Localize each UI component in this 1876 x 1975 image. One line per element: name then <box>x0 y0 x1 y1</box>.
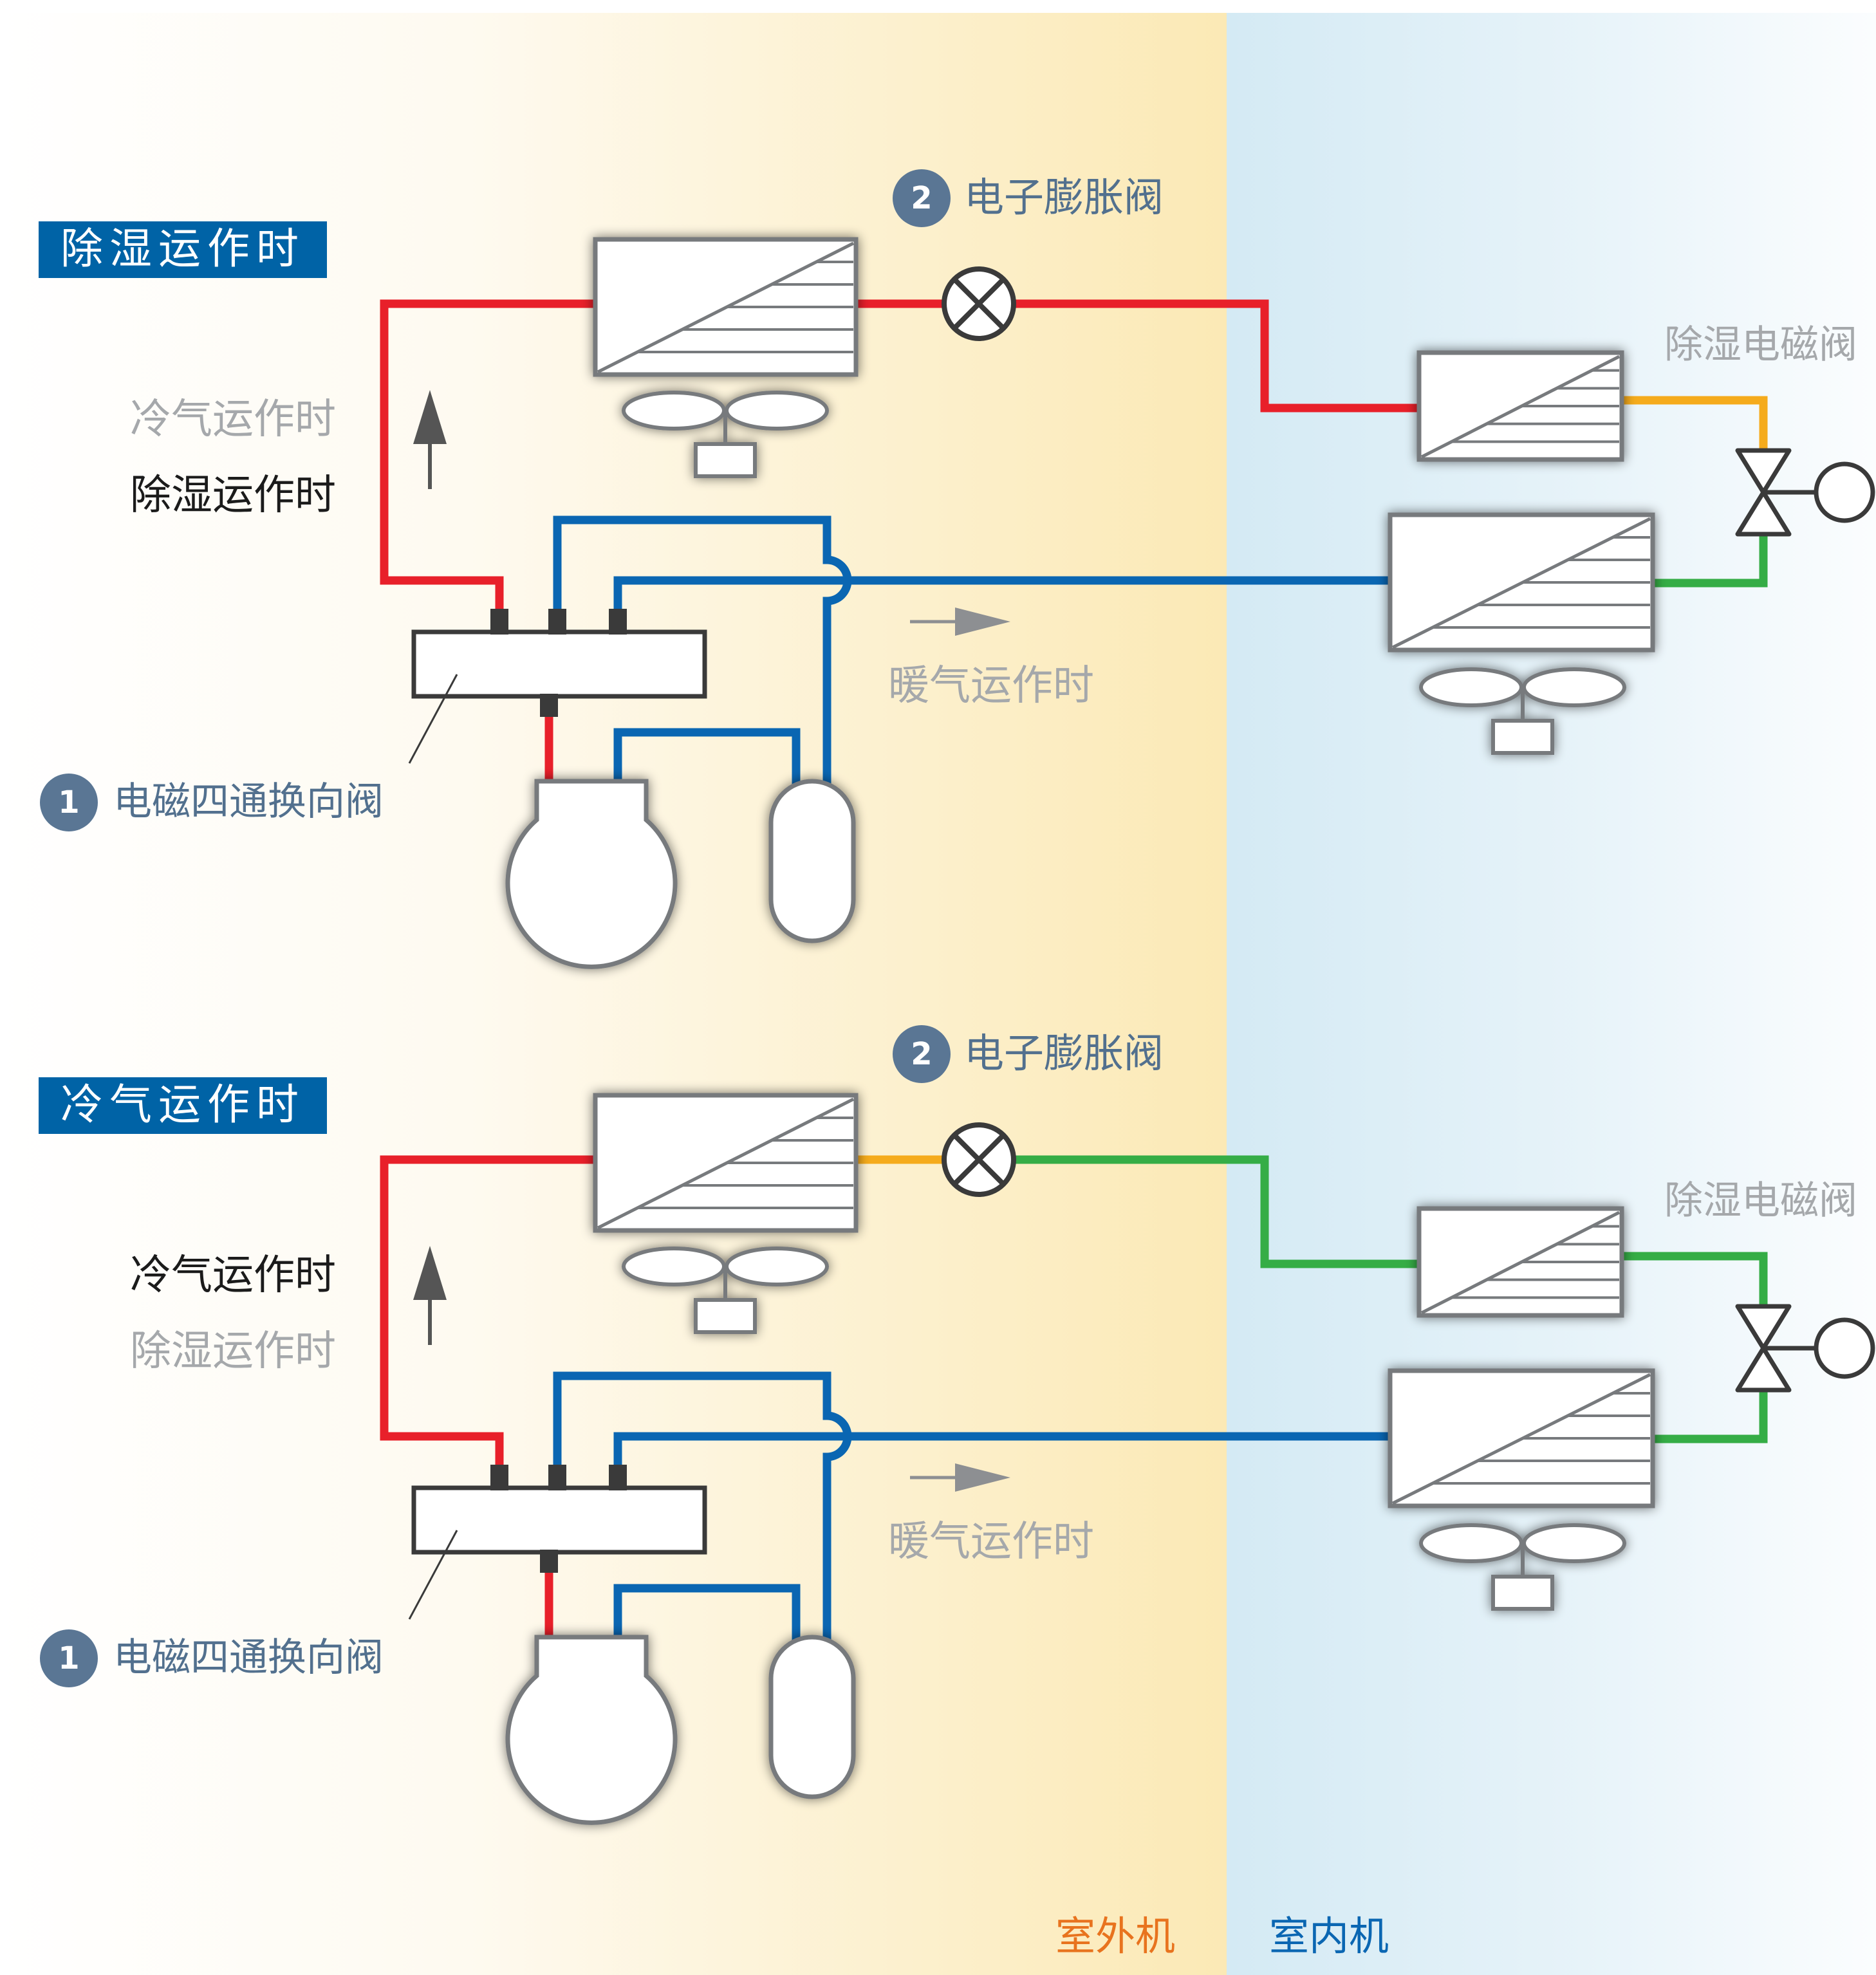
outdoor-fan-icon <box>622 1247 829 1334</box>
pipe-accumulator-to-compressor <box>613 728 801 788</box>
indoor-lower-heat-exchanger <box>1388 512 1655 653</box>
outdoor-fan-icon <box>622 391 829 478</box>
dehumid-valve-icon <box>1735 448 1875 537</box>
outdoor-heat-exchanger <box>593 237 859 377</box>
indoor-unit-label: 室内机 <box>1269 1913 1389 1960</box>
mode-label-heating: 暖气运作时 <box>888 1518 1094 1566</box>
expansion-valve-number: 2 <box>893 169 951 227</box>
expansion-valve-icon <box>942 266 1016 341</box>
four-way-valve-label: 电磁四通换向阀 <box>113 1635 384 1680</box>
pipe-upper-coil-out <box>1622 396 1768 450</box>
pipe-ev-to-indoor <box>1016 1155 1419 1268</box>
indoor-fan-icon <box>1419 667 1626 755</box>
pipe-to-accumulator <box>553 1371 852 1644</box>
accumulator <box>768 1635 856 1799</box>
expansion-valve-label: 电子膨胀阀 <box>964 174 1164 221</box>
expansion-valve-label: 电子膨胀阀 <box>964 1030 1164 1077</box>
pipe-suction-main <box>613 576 1390 632</box>
pipe-suction-main <box>613 1432 1390 1488</box>
flow-arrow-up-icon <box>413 390 447 489</box>
panel-title: 冷气运作时 <box>39 1077 327 1134</box>
dehumid-valve-icon <box>1735 1304 1875 1393</box>
four-way-valve <box>408 609 707 764</box>
indoor-upper-heat-exchanger <box>1416 1206 1624 1318</box>
mode-label-heating: 暖气运作时 <box>888 662 1094 710</box>
compressor <box>505 1635 678 1825</box>
indoor-lower-heat-exchanger <box>1388 1368 1655 1508</box>
panel-1 <box>380 237 1875 969</box>
pipe-discharge <box>380 299 595 632</box>
flow-arrow-up-icon <box>413 1246 447 1345</box>
indoor-fan-icon <box>1419 1523 1626 1611</box>
flow-arrow-right-icon <box>910 607 1010 636</box>
mode-label-dehumid: 除湿运作时 <box>130 472 336 519</box>
mode-label-dehumid: 除湿运作时 <box>130 1328 336 1375</box>
panel-title: 除湿运作时 <box>39 221 327 278</box>
pipe-upper-coil-out <box>1622 1252 1768 1306</box>
four-way-valve-label: 电磁四通换向阀 <box>113 779 384 824</box>
mode-label-cooling: 冷气运作时 <box>130 396 336 443</box>
mode-label-cooling: 冷气运作时 <box>130 1252 336 1299</box>
outdoor-unit-label: 室外机 <box>1055 1913 1176 1960</box>
four-way-valve <box>408 1465 707 1620</box>
four-way-valve-number: 1 <box>40 1629 98 1687</box>
pipe-discharge <box>380 1155 595 1488</box>
panel-2 <box>380 1093 1875 1825</box>
dehumid-valve-label: 除湿电磁阀 <box>1664 322 1857 367</box>
panels-layer <box>380 237 1875 1825</box>
flow-arrow-right-icon <box>910 1463 1010 1492</box>
expansion-valve-icon <box>942 1122 1016 1197</box>
dehumid-valve-label: 除湿电磁阀 <box>1664 1178 1857 1223</box>
indoor-zone <box>1227 13 1876 1975</box>
pipe-ev-to-indoor <box>1016 299 1419 413</box>
compressor <box>505 779 678 969</box>
pipe-lower-coil-in <box>1653 1390 1768 1443</box>
accumulator <box>768 779 856 943</box>
expansion-valve-number: 2 <box>893 1025 951 1083</box>
outdoor-heat-exchanger <box>593 1093 859 1233</box>
pipe-lower-coil-in <box>1653 534 1768 588</box>
four-way-valve-number: 1 <box>40 774 98 831</box>
pipe-to-accumulator <box>553 515 852 788</box>
indoor-upper-heat-exchanger <box>1416 350 1624 462</box>
pipe-accumulator-to-compressor <box>613 1584 801 1644</box>
